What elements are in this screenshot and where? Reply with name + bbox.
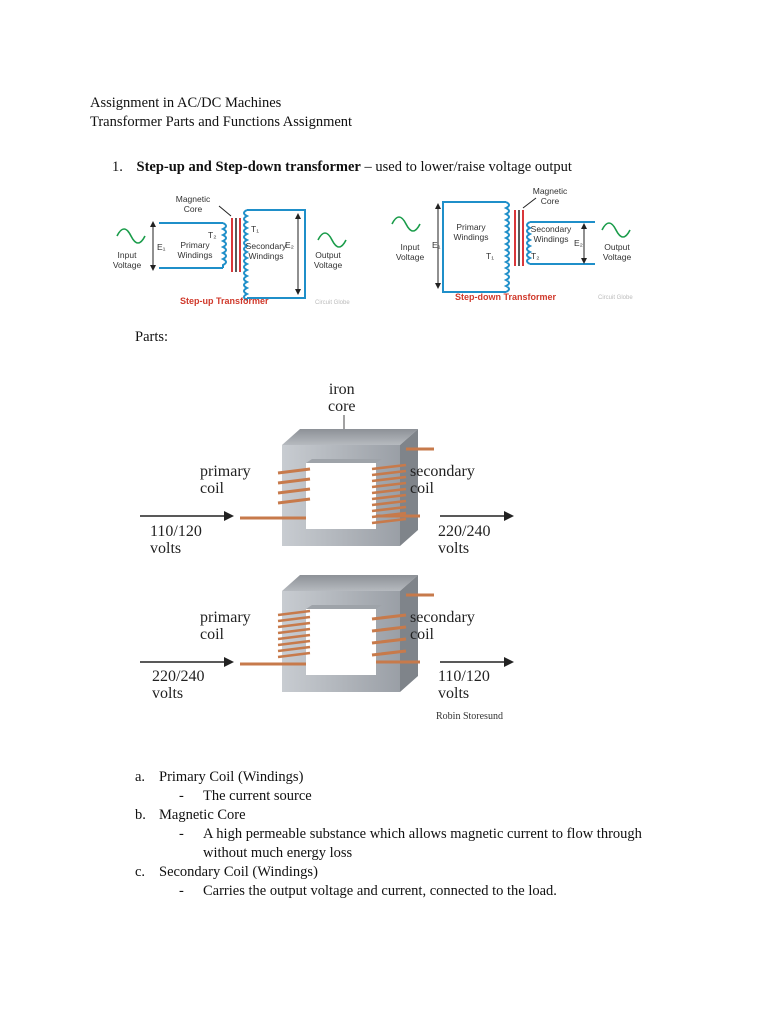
parts-list: a.Primary Coil (Windings) -The current s… [135,768,735,901]
secondary-coil-icon [526,221,533,265]
t1-label: T₁ [251,224,260,234]
list-item-title: Primary Coil (Windings) [159,769,304,785]
list-letter: b. [135,807,146,823]
t1-label: T₁ [486,251,495,261]
image-credit: Robin Storesund [436,711,503,722]
list-letter: a. [135,769,146,785]
question-title-rest: – used to lower/raise voltage output [360,159,572,175]
assignment-header: Assignment in AC/DC Machines Transformer… [90,94,352,132]
primary-coil-icon [503,201,510,293]
output-sine-icon [317,232,347,248]
watermark: Circuit Globe [598,295,633,301]
step-up-schematic [116,205,347,302]
step-up-core-icon [240,429,434,546]
question-title-bold: Step-up and Step-down transformer [136,159,361,175]
e2-label: E₂ [574,238,583,248]
step-down-core-icon [240,575,434,692]
list-item-description: Carries the output voltage and current, … [203,883,557,899]
question-1: 1. Step-up and Step-down transformer – u… [112,158,572,177]
step-down-caption: Step-down Transformer [455,292,557,302]
input-sine-icon [116,228,146,244]
list-item-description-cont: without much energy loss [203,845,353,861]
transformer-illustration [140,415,514,692]
input-sine-icon [391,216,421,232]
list-item-primary-coil: a.Primary Coil (Windings) -The current s… [135,769,312,804]
list-item-secondary-coil: c.Secondary Coil (Windings) -Carries the… [135,864,557,899]
header-line-2: Transformer Parts and Functions Assignme… [90,114,353,130]
list-item-title: Secondary Coil (Windings) [159,864,318,880]
header-line-1: Assignment in AC/DC Machines [90,95,282,111]
step-down-schematic [391,197,631,293]
watermark: Circuit Globe [315,300,350,306]
list-item-description: A high permeable substance which allows … [203,826,642,842]
parts-label: Parts: [135,329,169,345]
e1-label: E₁ [157,242,166,252]
e2-label: E₂ [285,240,294,250]
list-item-magnetic-core: b.Magnetic Core -A high permeable substa… [135,806,735,863]
t2-label: T₂ [531,251,540,261]
list-item-title: Magnetic Core [159,807,246,823]
question-number: 1. [112,159,123,175]
list-item-description: The current source [203,788,312,804]
t2-label: T₂ [208,230,217,240]
primary-coil-icon [220,222,227,268]
secondary-coil-icon [243,209,250,302]
list-letter: c. [135,864,146,880]
step-up-caption: Step-up Transformer [180,296,269,306]
e1-label: E₁ [432,240,441,250]
output-sine-icon [601,222,631,238]
